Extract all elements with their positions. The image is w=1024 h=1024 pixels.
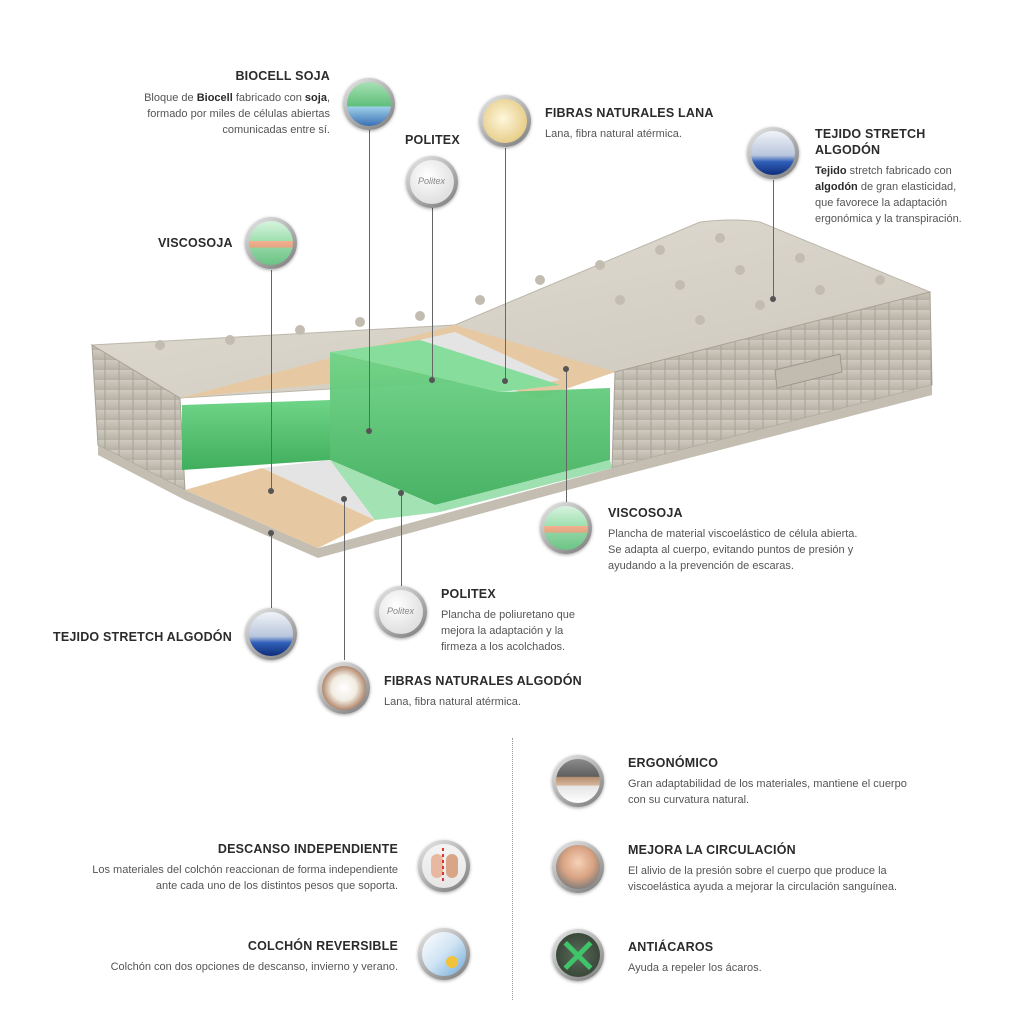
- callout-lana-title: FIBRAS NATURALES LANA: [545, 106, 714, 120]
- leader-dot-viscosoja-right: [563, 366, 569, 372]
- layer-biocell-inner: [330, 352, 610, 505]
- leader-line-tejido-bottom: [271, 534, 273, 608]
- layer-viscosoja-bottom: [330, 460, 440, 520]
- feature-ergonomic: ERGONÓMICO Gran adaptabilidad de los mat…: [628, 755, 958, 808]
- leader-line-lana: [505, 148, 507, 380]
- layer-viscosoja-right: [435, 460, 612, 512]
- stretch-cotton-fabric-icon-bottom: [245, 608, 297, 660]
- callout-tejido-bottom-title: TEJIDO STRETCH ALGODÓN: [53, 630, 232, 644]
- reversible-icon: [418, 928, 470, 980]
- leader-line-politex-top: [432, 208, 434, 380]
- viscosoja-icon-top: [245, 217, 297, 269]
- leader-line-tejido-top: [773, 180, 775, 298]
- layer-biocell-front: [182, 400, 330, 470]
- feature-independent-rest-title: DESCANSO INDEPENDIENTE: [217, 842, 398, 856]
- leader-line-biocell: [369, 130, 371, 430]
- feature-reversible-title: COLCHÓN REVERSIBLE: [247, 939, 398, 953]
- feature-ergonomic-title: ERGONÓMICO: [628, 756, 719, 770]
- feature-circulation: MEJORA LA CIRCULACIÓN El alivio de la pr…: [628, 842, 958, 895]
- leader-line-viscosoja-left: [271, 270, 273, 490]
- leader-dot-algodon: [341, 496, 347, 502]
- stretch-cotton-fabric-icon: [747, 127, 799, 179]
- feature-circulation-title: MEJORA LA CIRCULACIÓN: [628, 843, 796, 857]
- layer-algodon: [185, 468, 375, 548]
- wool-fibers-icon: [479, 95, 531, 147]
- feature-anti-mite-desc: Ayuda a repeler los ácaros.: [628, 962, 762, 974]
- ergonomic-icon: [552, 755, 604, 807]
- biocell-soja-icon: [343, 78, 395, 130]
- callout-politex-bottom-title: POLITEX: [441, 587, 496, 601]
- callout-algodon-desc: Lana, fibra natural atérmica.: [384, 696, 521, 708]
- callout-biocell: BIOCELL SOJA Bloque de Biocell fabricado…: [110, 68, 330, 138]
- feature-independent-rest-desc: Los materiales del colchón reaccionan de…: [92, 864, 398, 892]
- callout-biocell-title: BIOCELL SOJA: [235, 69, 330, 83]
- feature-reversible: COLCHÓN REVERSIBLE Colchón con dos opcio…: [60, 938, 398, 975]
- leader-dot-biocell: [366, 428, 372, 434]
- leader-dot-lana: [502, 378, 508, 384]
- leader-line-algodon: [344, 500, 346, 660]
- callout-tejido-top-title1: TEJIDO STRETCH: [815, 127, 926, 141]
- anti-mite-icon: [552, 929, 604, 981]
- leader-dot-tejido-top: [770, 296, 776, 302]
- circulation-icon: [552, 841, 604, 893]
- viscosoja-icon-right: [540, 502, 592, 554]
- feature-ergonomic-desc: Gran adaptabilidad de los materiales, ma…: [628, 778, 907, 806]
- leader-line-viscosoja-right: [566, 370, 568, 502]
- callout-tejido-top-title2: ALGODÓN: [815, 143, 881, 157]
- politex-icon-bottom: Politex: [375, 586, 427, 638]
- callout-lana-desc: Lana, fibra natural atérmica.: [545, 128, 682, 140]
- feature-reversible-desc: Colchón con dos opciones de descanso, in…: [110, 961, 398, 973]
- politex-icon: Politex: [406, 156, 458, 208]
- callout-algodon-title: FIBRAS NATURALES ALGODÓN: [384, 674, 582, 688]
- leader-dot-politex-bottom: [398, 490, 404, 496]
- callout-lana: FIBRAS NATURALES LANA Lana, fibra natura…: [545, 105, 775, 142]
- callout-algodon: FIBRAS NATURALES ALGODÓN Lana, fibra nat…: [384, 673, 614, 710]
- callout-politex-top-title: POLITEX: [405, 133, 460, 147]
- callout-viscosoja-left-title: VISCOSOJA: [158, 236, 233, 250]
- leader-dot-viscosoja-left: [268, 488, 274, 494]
- independent-rest-icon: [418, 840, 470, 892]
- features-divider: [512, 738, 513, 1000]
- leader-line-politex-bottom: [401, 494, 403, 586]
- callout-viscosoja-right: VISCOSOJA Plancha de material viscoelást…: [608, 505, 898, 574]
- callout-biocell-desc: Bloque de Biocell fabricado con soja,for…: [144, 92, 330, 136]
- feature-anti-mite: ANTIÁCAROS Ayuda a repeler los ácaros.: [628, 939, 958, 976]
- cotton-fibers-icon: [318, 662, 370, 714]
- feature-independent-rest: DESCANSO INDEPENDIENTE Los materiales de…: [60, 841, 398, 894]
- callout-tejido-top: TEJIDO STRETCH ALGODÓN Tejido stretch fa…: [815, 126, 1015, 227]
- feature-anti-mite-title: ANTIÁCAROS: [628, 940, 714, 954]
- leader-dot-politex-top: [429, 377, 435, 383]
- tufting-pattern: [155, 233, 885, 350]
- leader-dot-tejido-bottom: [268, 530, 274, 536]
- mattress-handle: [774, 353, 843, 389]
- callout-viscosoja-right-title: VISCOSOJA: [608, 506, 683, 520]
- feature-circulation-desc: El alivio de la presión sobre el cuerpo …: [628, 865, 898, 893]
- callout-viscosoja-right-desc: Plancha de material viscoelástico de cél…: [608, 528, 858, 572]
